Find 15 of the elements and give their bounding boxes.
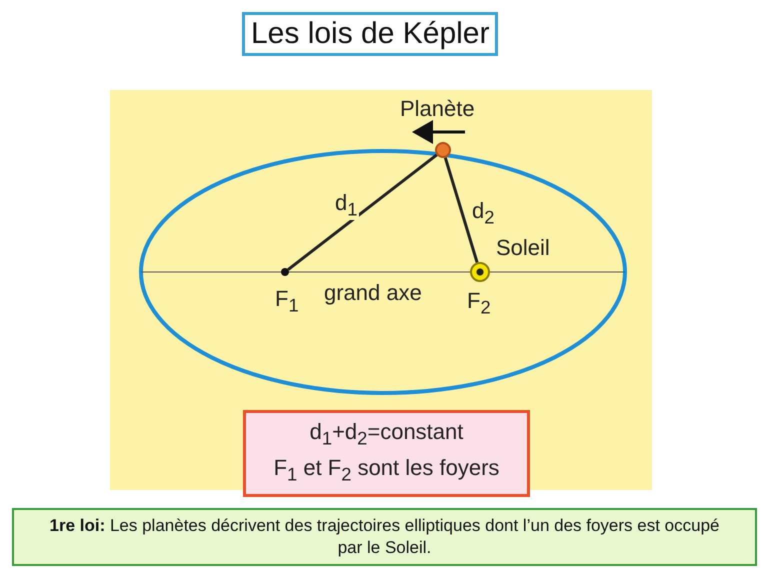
- distance-line: [287, 154, 438, 271]
- sun-label: Soleil: [496, 235, 550, 261]
- law-text: 1re loi: Les planètes décrivent des trajectoires elliptiques dont l’un des foyers est occupé par le Soleil.: [48, 515, 720, 559]
- focus-point: [281, 268, 289, 276]
- formula-box: [243, 410, 530, 497]
- focus-label: F$_{1}$: [275, 286, 299, 316]
- distance-line: [444, 157, 479, 263]
- formula-text: d$_{1}$+d$_{2}$=constant: [308, 418, 464, 450]
- planet-dot: [435, 142, 451, 158]
- law-statement-box: [12, 508, 757, 566]
- sun-dot: [470, 262, 490, 282]
- planet-label: Planète: [400, 96, 475, 122]
- title: Les lois de Képler: [242, 12, 498, 56]
- focus-label: F$_{2}$: [467, 288, 491, 318]
- formula-text: F$_{1}$ et F$_{2}$ sont les foyers: [272, 454, 500, 487]
